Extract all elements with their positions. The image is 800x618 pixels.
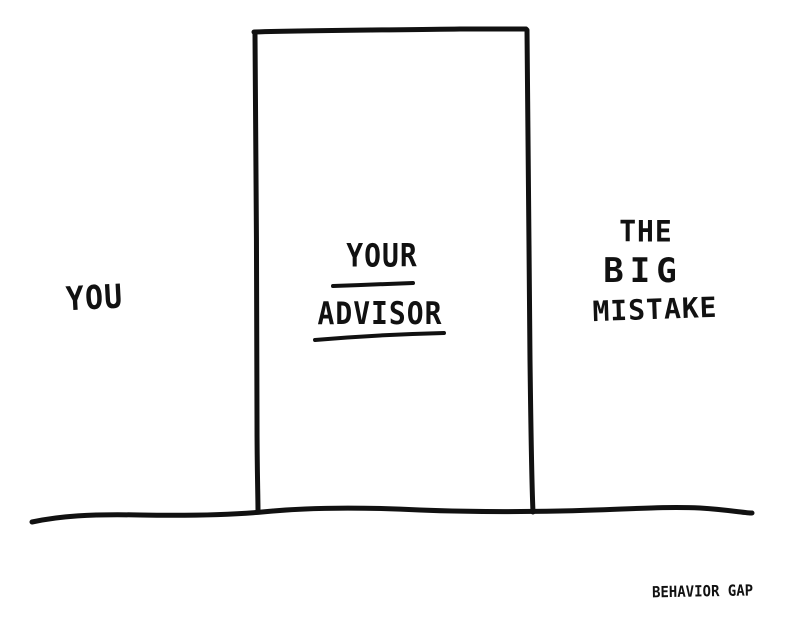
advisor-box-right-side	[524, 27, 536, 515]
ground-line	[29, 504, 755, 525]
underline-advisor	[313, 331, 446, 342]
advisor-box-top	[251, 26, 529, 35]
signature-behavior-gap: Behavior Gap	[651, 582, 754, 602]
label-the-big-mistake: The Big Mistake	[568, 217, 728, 329]
label-big: Big	[603, 251, 683, 291]
underline-your	[331, 281, 415, 288]
label-mistake: Mistake	[591, 290, 719, 329]
label-advisor: Advisor	[317, 295, 443, 332]
label-the: The	[619, 214, 673, 249]
advisor-box-left-side	[252, 31, 261, 515]
label-your-advisor: Your Advisor	[300, 236, 460, 332]
label-you: You	[65, 277, 125, 320]
label-your: Your	[346, 236, 418, 275]
